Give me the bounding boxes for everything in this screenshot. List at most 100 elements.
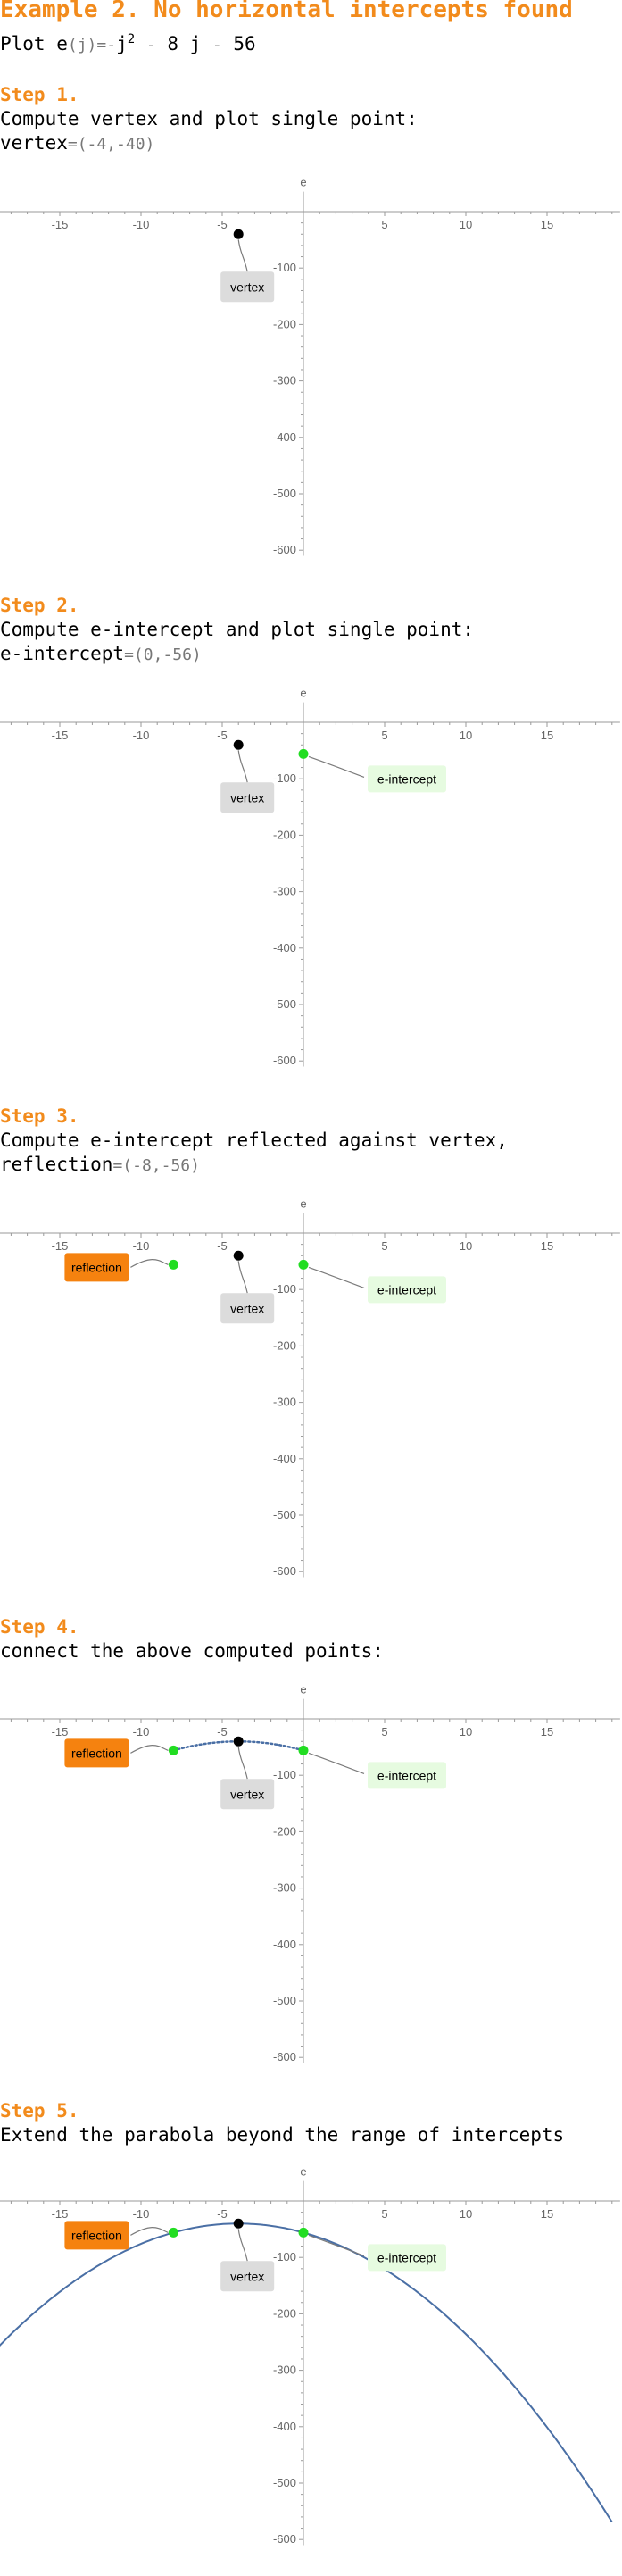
y-axis-label: e [300, 176, 306, 189]
vertex-point [233, 739, 244, 750]
y-tick-label: -200 [273, 1824, 296, 1838]
x-tick-label: -5 [217, 2207, 228, 2221]
e-intercept-label-box [368, 2244, 446, 2272]
callout-line [308, 1752, 365, 1774]
callout-line [308, 1266, 365, 1288]
callout-line [237, 2229, 248, 2262]
step-3-description: Compute e-intercept reflected against ve… [0, 1130, 508, 1151]
x-tick-label: -5 [217, 1725, 228, 1738]
reflection-label: reflection [71, 1260, 122, 1274]
parabola-curve [0, 2222, 613, 2523]
vertex-label: vertex [230, 2269, 264, 2283]
x-tick-label: 10 [460, 1725, 472, 1738]
callout-line [237, 1261, 248, 1294]
minus-sign: - [145, 36, 156, 54]
x-tick-label: -10 [133, 729, 150, 742]
x-tick-label: -15 [52, 2207, 69, 2221]
x-tick-label: 10 [460, 729, 472, 742]
e-intercept-point [298, 2227, 309, 2238]
vertex-point [233, 1250, 244, 1261]
callout-line [308, 2234, 365, 2256]
step-5-description: Extend the parabola beyond the range of … [0, 2124, 565, 2146]
step-3-result: reflection=(-8,-56) [0, 1154, 200, 1175]
x-tick-label: 15 [541, 1725, 553, 1738]
x-tick-label: 5 [381, 218, 387, 231]
y-tick-label: -200 [273, 828, 296, 841]
y-tick-label: -200 [273, 2306, 296, 2320]
y-tick-label: -400 [273, 1452, 296, 1465]
step-2-chart: je-15-10-551015-100-200-300-400-500-600v… [0, 687, 620, 1067]
x-tick-label: 15 [541, 2207, 553, 2221]
x-tick-label: 5 [381, 1725, 387, 1738]
y-tick-label: -500 [273, 1994, 296, 2007]
y-tick-label: -200 [273, 317, 296, 330]
plot-var: j [116, 33, 128, 54]
y-tick-label: -600 [273, 1564, 296, 1578]
x-tick-label: 5 [381, 1239, 387, 1253]
reflection-label-box [64, 1738, 129, 1768]
e-intercept-label-box [368, 1276, 446, 1304]
reflection-label: reflection [71, 1746, 122, 1760]
result-name: vertex [0, 132, 68, 154]
result-name: e-intercept [0, 643, 125, 664]
result-value: =(-8,-56) [112, 1156, 200, 1175]
plot-exponent: 2 [127, 32, 136, 46]
callout-line [237, 750, 248, 783]
x-tick-label: -15 [52, 1725, 69, 1738]
e-intercept-point [298, 1745, 309, 1755]
x-tick-label: 5 [381, 2207, 387, 2221]
y-tick-label: -500 [273, 1508, 296, 1521]
plot-arg: (j) [67, 36, 97, 54]
e-intercept-label: e-intercept [377, 1282, 436, 1296]
step-4-chart: je-15-10-551015-100-200-300-400-500-600v… [0, 1683, 620, 2063]
y-tick-label: -300 [273, 1881, 296, 1895]
step-1-description: Compute vertex and plot single point: [0, 108, 418, 129]
y-axis-label: e [300, 1683, 306, 1696]
x-tick-label: -15 [52, 729, 69, 742]
y-tick-label: -400 [273, 430, 296, 444]
e-intercept-label: e-intercept [377, 1768, 436, 1782]
y-tick-label: -200 [273, 1338, 296, 1352]
x-tick-label: -15 [52, 1239, 69, 1253]
plot-equals: = [96, 36, 107, 54]
x-tick-label: 10 [460, 218, 472, 231]
e-intercept-point [298, 748, 309, 759]
x-tick-label: 10 [460, 2207, 472, 2221]
x-tick-label: 10 [460, 1239, 472, 1253]
x-tick-label: -10 [133, 1725, 150, 1738]
x-tick-label: -10 [133, 2207, 150, 2221]
y-tick-label: -400 [273, 941, 296, 955]
y-tick-label: -400 [273, 2420, 296, 2433]
step-1-chart: je-15-10-551015-100-200-300-400-500-600v… [0, 176, 620, 556]
e-intercept-label-box [368, 1762, 446, 1789]
y-tick-label: -100 [273, 261, 296, 274]
plot-prefix: Plot e [0, 33, 68, 54]
y-tick-label: -300 [273, 885, 296, 898]
vertex-point [233, 229, 244, 239]
vertex-label-box [220, 1293, 275, 1324]
vertex-label: vertex [230, 790, 264, 804]
y-tick-label: -100 [273, 1768, 296, 1781]
y-tick-label: -300 [273, 374, 296, 388]
x-tick-label: 5 [381, 729, 387, 742]
y-axis-label: e [300, 2165, 306, 2179]
equation-line: Plot e(j)=-j2 - 8 j - 56 [0, 32, 256, 54]
reflection-point [168, 1259, 178, 1270]
y-tick-label: -500 [273, 2476, 296, 2489]
callout-line [130, 1745, 169, 1754]
x-tick-label: 15 [541, 1239, 553, 1253]
y-tick-label: -500 [273, 997, 296, 1011]
vertex-label: vertex [230, 1301, 264, 1315]
reflection-label: reflection [71, 2228, 122, 2242]
e-intercept-label: e-intercept [377, 771, 436, 786]
vertex-label: vertex [230, 279, 264, 294]
callout-line [130, 1259, 169, 1268]
result-value: =(-4,-40) [67, 135, 155, 154]
plot-term: 56 [233, 33, 256, 54]
step-3-chart: je-15-10-551015-100-200-300-400-500-600v… [0, 1197, 620, 1578]
vertex-label-box [220, 1779, 275, 1810]
result-value: =(0,-56) [124, 646, 202, 664]
e-intercept-label: e-intercept [377, 2250, 436, 2264]
callout-line [130, 2227, 169, 2236]
x-tick-label: 15 [541, 729, 553, 742]
